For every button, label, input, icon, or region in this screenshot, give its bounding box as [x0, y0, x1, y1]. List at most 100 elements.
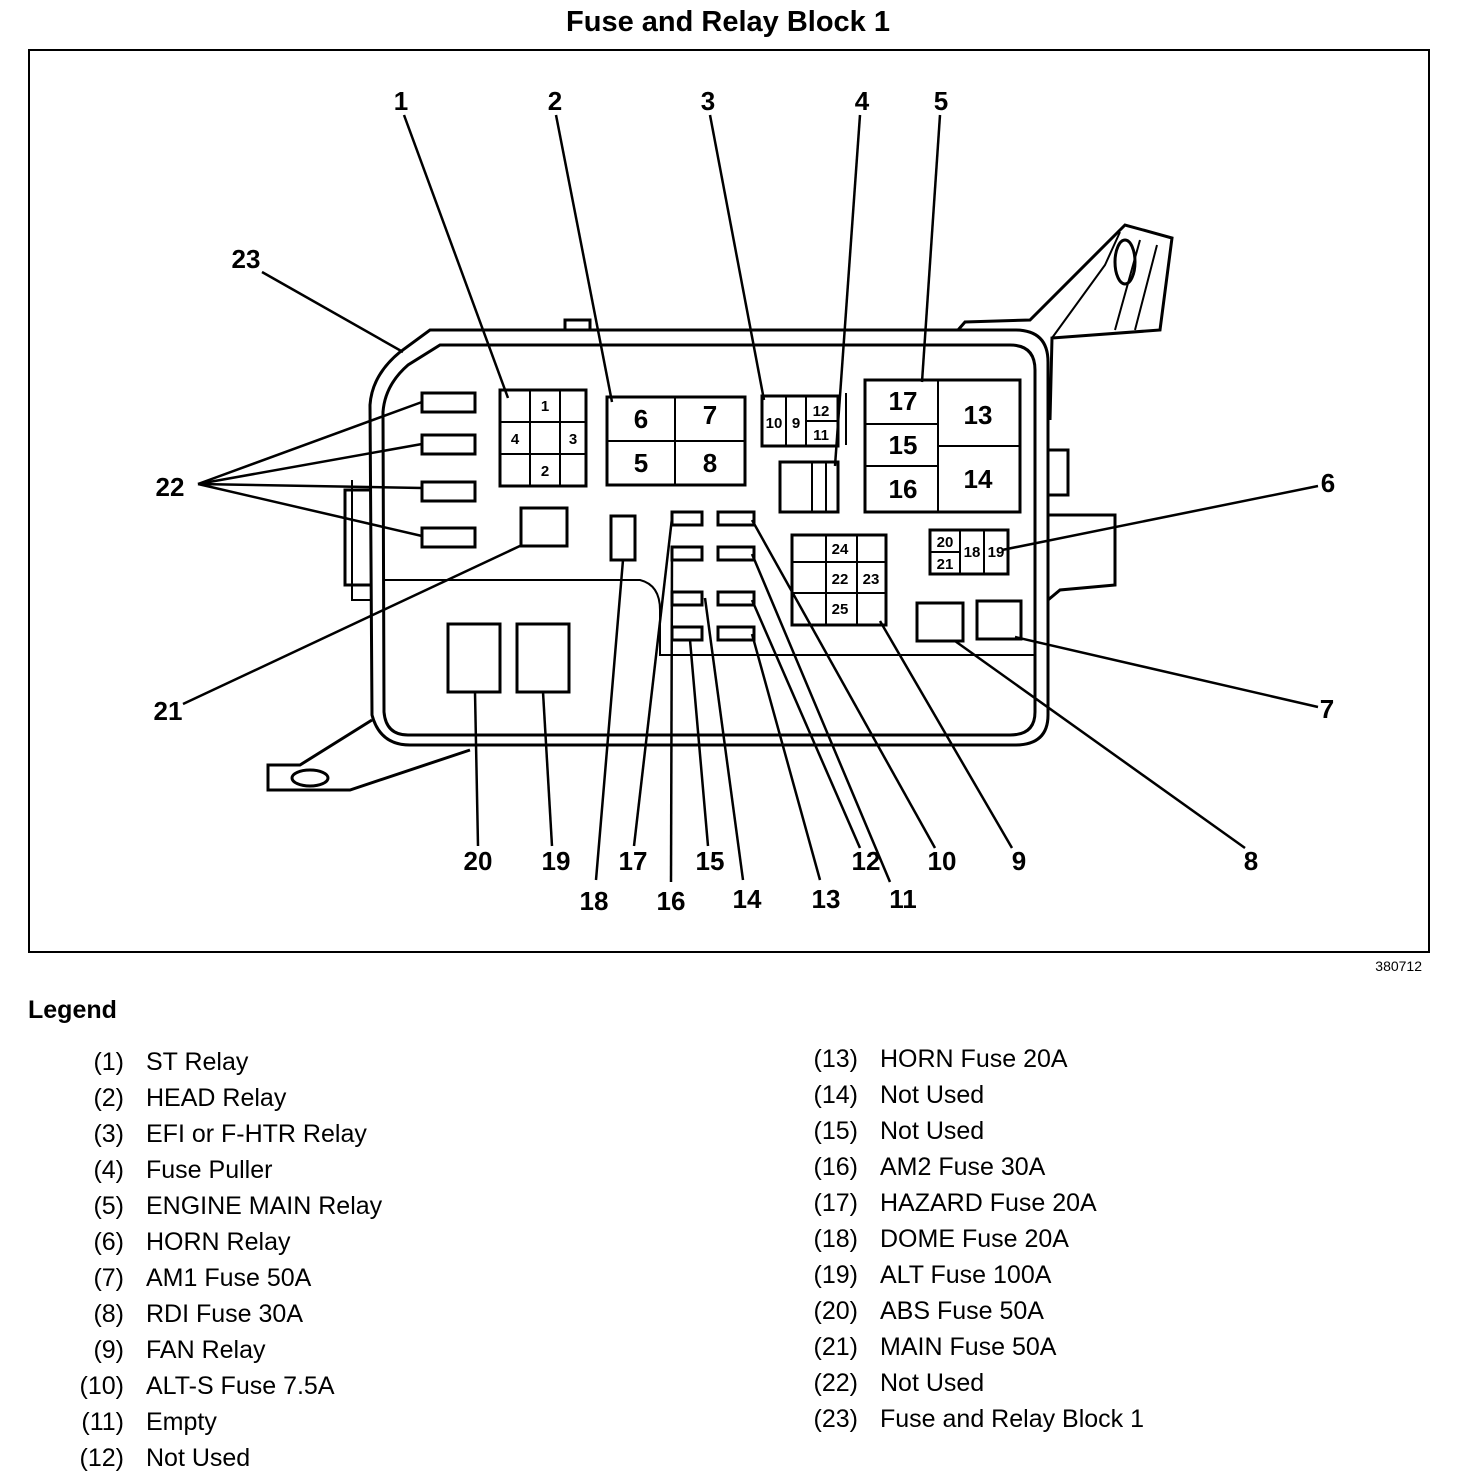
head-relay-label: 8: [703, 448, 717, 478]
efi-relay-label: 10: [766, 415, 783, 432]
legend-text: ALT-S Fuse 7.5A: [146, 1372, 335, 1400]
head-relay-label: 7: [703, 400, 717, 430]
st-relay-label: 3: [569, 431, 577, 448]
st-relay-label: 2: [541, 463, 549, 480]
legend-number: (20): [813, 1297, 858, 1325]
legend-number: (18): [813, 1225, 858, 1253]
legend-number: (9): [93, 1336, 124, 1364]
legend-item: (5) ENGINE MAIN Relay: [60, 1188, 382, 1224]
legend-item: (7)AM1 Fuse 50A: [60, 1260, 382, 1296]
legend-item: (2) HEAD Relay: [60, 1080, 382, 1116]
legend-text: ST Relay: [146, 1048, 249, 1076]
callout-10: 10: [928, 846, 957, 876]
page-title: Fuse and Relay Block 1: [566, 6, 890, 38]
callout-7: 7: [1320, 694, 1334, 724]
legend-item: (9)FAN Relay: [60, 1332, 382, 1368]
legend-item: (17)HAZARD Fuse 20A: [794, 1185, 1144, 1221]
legend-number: (2): [93, 1084, 124, 1112]
callout-20: 20: [464, 846, 493, 876]
legend-text: AM2 Fuse 30A: [880, 1153, 1046, 1181]
callout-8: 8: [1244, 846, 1258, 876]
callout-5: 5: [934, 86, 948, 116]
legend-number: (19): [813, 1261, 858, 1289]
right-grid-label: 18: [964, 544, 981, 561]
legend-number: (5): [93, 1192, 124, 1220]
components: [420, 378, 1023, 694]
efi-relay-label: 12: [813, 403, 830, 420]
legend-item: (4)Fuse Puller: [60, 1152, 382, 1188]
callout-16: 16: [657, 886, 686, 916]
mid-grid-label: 24: [832, 541, 849, 558]
legend-item: (14) Not Used: [794, 1077, 1144, 1113]
legend-number: (21): [813, 1333, 858, 1361]
legend-item: (10) ALT-S Fuse 7.5A: [60, 1368, 382, 1404]
callout-23: 23: [232, 244, 261, 274]
callout-1: 1: [394, 86, 408, 116]
callout-4: 4: [855, 86, 870, 116]
legend-text: Fuse and Relay Block 1: [880, 1405, 1145, 1433]
main-block-label: 17: [889, 386, 918, 416]
legend-number: (10): [79, 1372, 124, 1400]
callout-15: 15: [696, 846, 725, 876]
legend-item: (1) ST Relay: [60, 1044, 382, 1080]
callout-13: 13: [812, 884, 841, 914]
efi-relay-label: 9: [792, 415, 800, 432]
callout-19: 19: [542, 846, 571, 876]
legend-right-column: (13) HORN Fuse 20A (14) Not Used (15) Not U…: [794, 1041, 1145, 1437]
head-relay-label: 5: [634, 448, 648, 478]
legend-item: (20) ABS Fuse 50A: [794, 1293, 1144, 1329]
legend-item: (21)MAIN Fuse 50A: [794, 1329, 1144, 1365]
legend-number: (14): [813, 1081, 858, 1109]
legend-text: Not Used: [880, 1081, 985, 1109]
legend-item: (13) HORN Fuse 20A: [794, 1041, 1144, 1077]
main-block-label: 16: [889, 474, 918, 504]
legend-text: HEAD Relay: [146, 1084, 287, 1112]
callout-12: 12: [852, 846, 881, 876]
legend-number: (12): [79, 1444, 124, 1472]
legend-text: HORN Fuse 20A: [880, 1045, 1068, 1073]
legend-number: (3): [93, 1120, 124, 1148]
callout-21: 21: [154, 696, 183, 726]
callout-2: 2: [548, 86, 562, 116]
figure-id: 380712: [1375, 958, 1422, 974]
callout-3: 3: [701, 86, 715, 116]
legend-number: (16): [813, 1153, 858, 1181]
callout-14: 14: [733, 884, 762, 914]
legend-text: Not Used: [146, 1444, 251, 1472]
legend-item: (6) HORN Relay: [60, 1224, 382, 1260]
st-relay-label: 4: [511, 431, 520, 448]
legend-text: HORN Relay: [146, 1228, 291, 1256]
legend-text: ALT Fuse 100A: [880, 1261, 1052, 1289]
legend-number: (6): [93, 1228, 124, 1256]
legend-item: (18)DOME Fuse 20A: [794, 1221, 1144, 1257]
legend-item: (11)Empty: [60, 1404, 382, 1440]
callout-17: 17: [619, 846, 648, 876]
legend-number: (11): [81, 1408, 124, 1436]
legend-text: ABS Fuse 50A: [880, 1297, 1044, 1325]
legend-item: (16) AM2 Fuse 30A: [794, 1149, 1144, 1185]
legend-text: HAZARD Fuse 20A: [880, 1189, 1097, 1217]
legend-number: (1): [93, 1048, 124, 1076]
callout-18: 18: [580, 886, 609, 916]
callout-22: 22: [156, 472, 185, 502]
legend-text: Not Used: [880, 1117, 985, 1145]
callout-9: 9: [1012, 846, 1026, 876]
box-labels: 1 2 3 4 5 6 7 8 9 10 11 12 13 14 15 16 1…: [511, 386, 1005, 618]
legend-number: (22): [813, 1369, 858, 1397]
legend-text: Not Used: [880, 1369, 985, 1397]
mid-grid-label: 23: [863, 571, 880, 588]
legend-number: (8): [93, 1300, 124, 1328]
main-block-label: 13: [964, 400, 993, 430]
legend-number: (15): [813, 1117, 858, 1145]
legend-text: EFI or F-HTR Relay: [146, 1120, 367, 1148]
leader-lines: [182, 114, 1319, 883]
legend-text: ENGINE MAIN Relay: [146, 1192, 383, 1220]
legend-item: (3) EFI or F-HTR Relay: [60, 1116, 382, 1152]
mid-grid-label: 25: [832, 601, 849, 618]
legend-number: (7): [93, 1264, 124, 1292]
callout-11: 11: [889, 884, 917, 914]
efi-relay-label: 11: [813, 427, 829, 444]
legend-number: (23): [813, 1405, 858, 1433]
legend-item: (8)RDI Fuse 30A: [60, 1296, 382, 1332]
legend-number: (13): [813, 1045, 858, 1073]
